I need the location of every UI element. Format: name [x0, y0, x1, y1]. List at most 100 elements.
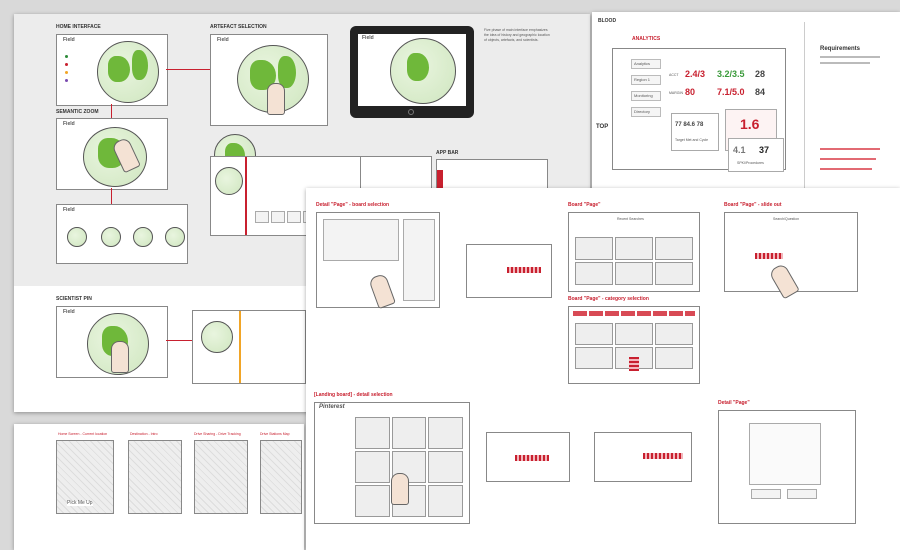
analytics-screen[interactable]: Analytics Region 1 Monitoring Directory …: [612, 48, 786, 170]
recent-searches[interactable]: Recent Searches: [617, 217, 644, 221]
label-top: TOP: [596, 124, 609, 130]
globe: [83, 127, 147, 187]
stat-value: 7.1/5.0: [717, 87, 745, 97]
description-line: the idea of history and geographic locat…: [484, 33, 550, 37]
label-home-interface: HOME INTERFACE: [56, 24, 101, 30]
label-artefact-selection: ARTEFACT SELECTION: [210, 24, 267, 30]
nav-item-analytics[interactable]: Analytics: [631, 59, 661, 69]
board-category-frame[interactable]: [568, 306, 700, 384]
label-board-category: Board "Page" - category selection: [568, 296, 649, 302]
map-screen[interactable]: [260, 440, 302, 514]
artefact-frame[interactable]: Field: [210, 34, 328, 126]
screen-title: Drive Sharing - Drive Tracking: [194, 432, 241, 436]
stat-value: 2.4/3: [685, 69, 706, 79]
land-shape: [407, 53, 429, 81]
transition-frame[interactable]: [466, 244, 552, 298]
landing-frame[interactable]: Pinterest: [314, 402, 470, 524]
thumb: [271, 211, 285, 223]
semantic-zoom-frame[interactable]: Field: [56, 118, 168, 190]
board-page-frame[interactable]: Recent Searches: [568, 212, 700, 292]
stat-value: 3.2/3.5: [717, 69, 745, 79]
home-button[interactable]: [408, 109, 414, 115]
kpi-small-card: 4.1 37 SPKI/Procedures: [728, 138, 784, 172]
brand-logo: Field: [63, 121, 75, 127]
arrow-right-icon: [515, 455, 549, 461]
transition-frame[interactable]: [594, 432, 692, 482]
nav-item-monitoring[interactable]: Monitoring: [631, 91, 661, 101]
scientist-detail-frame[interactable]: [192, 310, 306, 384]
kpi-big-value: 1.6: [740, 116, 760, 132]
brand-logo: Field: [63, 207, 75, 213]
divider-red: [239, 311, 241, 383]
hand-gesture-icon: [267, 83, 285, 115]
panel-right: [403, 219, 435, 301]
pin-icon: [65, 79, 68, 82]
category-grid: [575, 323, 693, 369]
hand-gesture-icon: [111, 341, 129, 373]
thumb: [255, 211, 269, 223]
pinterest-logo: Pinterest: [319, 404, 345, 410]
home-frame[interactable]: Field: [56, 34, 168, 106]
arrow-up-icon: [629, 357, 639, 371]
red-note: [820, 158, 876, 160]
pin-icon: [65, 71, 68, 74]
map-screen[interactable]: [128, 440, 182, 514]
label-scientist-pin: SCIENTIST PIN: [56, 296, 92, 302]
globe-small: [165, 227, 185, 247]
label-detail-page: Detail "Page": [718, 400, 750, 406]
sheet-analytics: BLOOD ANALYTICS TOP Analytics Region 1 M…: [592, 12, 900, 212]
arrow-left-icon: [755, 253, 783, 259]
sheet-pinterest-flow: Detail "Page" - board selection Board "P…: [306, 188, 900, 550]
nav-item-directory[interactable]: Directory: [631, 107, 661, 117]
label-analytics: ANALYTICS: [632, 36, 661, 42]
pick-me-up-label[interactable]: Pick Me Up: [67, 500, 93, 506]
stat-value: 80: [685, 87, 696, 97]
globe: [201, 321, 233, 353]
hand-gesture-icon: [391, 473, 409, 505]
map-screen[interactable]: Pick Me Up: [56, 440, 114, 514]
category-bar: [573, 311, 695, 316]
hand-gesture-icon: [768, 262, 800, 300]
kpi-combo-caption: Target Met and Cycle: [675, 138, 709, 142]
pin-icon: [65, 63, 68, 66]
description-line: of objects, artefacts, and scientists.: [484, 38, 539, 42]
connector-line: [111, 104, 112, 118]
detail-page-frame[interactable]: [718, 410, 856, 524]
globe: [97, 41, 159, 103]
sheet-field-interface: HOME INTERFACE Field SEMANTIC ZOOM Field…: [14, 14, 590, 412]
requirements-line: [820, 62, 870, 64]
pin-grid: [355, 417, 463, 517]
land-shape: [108, 56, 130, 82]
detail-image: [749, 423, 821, 485]
detail-board-frame[interactable]: [316, 212, 440, 310]
globe-small: [67, 227, 87, 247]
kpi-combo-card: 77 84.6 78 Target Met and Cycle: [671, 113, 719, 151]
tablet-screen[interactable]: Field: [358, 34, 466, 106]
nav-item-region[interactable]: Region 1: [631, 75, 661, 85]
description-line: Five phase of main interface emphasizes: [484, 28, 548, 32]
label-landing: [Landing board] - detail selection: [314, 392, 393, 398]
stat-value: 84: [755, 87, 766, 97]
scientist-pin-frame[interactable]: Field: [56, 306, 168, 378]
land-shape: [278, 56, 296, 88]
globe-small: [133, 227, 153, 247]
action-button[interactable]: [787, 489, 817, 499]
globe-small: [101, 227, 121, 247]
transition-frame[interactable]: [486, 432, 570, 482]
map-screen[interactable]: [194, 440, 248, 514]
requirements-title: Requirements: [820, 46, 861, 52]
panel-left: [323, 219, 399, 261]
stat-label: MARGIN: [669, 91, 683, 95]
kpi-combo-value: 77 84.6 78: [675, 122, 704, 128]
globe: [390, 38, 456, 104]
tablet-device: Field: [350, 26, 474, 118]
thumb: [287, 211, 301, 223]
board-slide-frame[interactable]: Search/Question: [724, 212, 858, 300]
brand-logo: Field: [362, 35, 374, 41]
label-semantic-zoom: SEMANTIC ZOOM: [56, 109, 99, 115]
connector-line: [111, 188, 112, 204]
action-button[interactable]: [751, 489, 781, 499]
divider-red: [245, 157, 247, 235]
zoom-result-frame[interactable]: Field: [56, 204, 188, 264]
search-question[interactable]: Search/Question: [773, 217, 800, 221]
